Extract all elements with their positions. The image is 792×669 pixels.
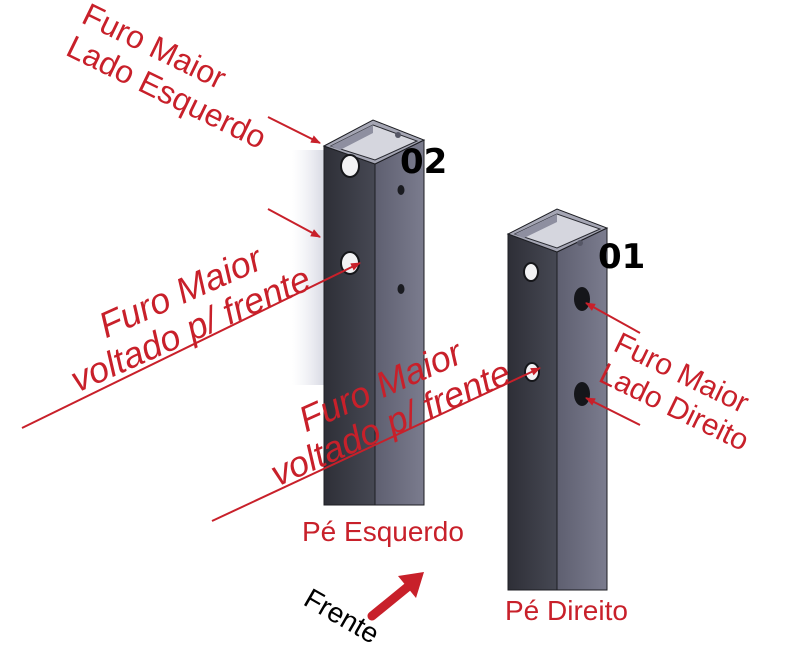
arrow-left-side-bottom [267,208,321,238]
front-direction-arrow [367,572,424,621]
callout-left-front: Furo Maiorvoltado p/ frente [49,223,317,400]
post-left-large-hole-top [340,154,360,178]
post-right-caption: Pé Direito [505,595,628,626]
post-right [506,208,609,591]
post-right-hole-inside [577,240,583,246]
post-right-large-hole-bottom [574,382,590,406]
post-right-front-face [507,233,558,591]
arrow-left-side-top [267,116,321,144]
front-label-text: Frente [299,582,385,649]
post-left [292,119,426,506]
arrow-right-side-bottom [585,397,641,426]
callout-lines [21,116,641,522]
front-label: Frente [299,582,385,649]
post-right-side-face [556,227,608,591]
post-left-small-hole-bottom [397,284,405,294]
post-left-small-hole-top [397,185,405,195]
underline-left-front [21,262,361,429]
post-left-number: 02 [400,142,447,182]
callout-left-side: Furo MaiorLado Esquerdo [61,0,288,156]
front-arrow-head [398,572,424,598]
callout-left-front-text: Furo Maiorvoltado p/ frente [49,223,317,400]
post-left-hole-inside [395,132,401,138]
underline-right-front [211,367,541,522]
post-right-small-hole-top [523,262,539,282]
post-right-large-hole-top [574,287,590,311]
post-right-number: 01 [598,237,645,277]
front-arrow-shaft [367,580,415,621]
arrow-right-side-top [585,302,641,334]
callout-right-side: Furo MaiorLado Direito [594,327,769,458]
post-left-side-face [374,139,425,506]
post-left-shadow [292,150,326,385]
post-left-caption: Pé Esquerdo [302,516,464,547]
callout-right-side-text: Furo MaiorLado Direito [594,327,769,458]
post-left-inner-wall [331,125,373,150]
post-right-inner-wall [515,214,557,238]
callout-left-side-text: Furo MaiorLado Esquerdo [61,0,288,156]
